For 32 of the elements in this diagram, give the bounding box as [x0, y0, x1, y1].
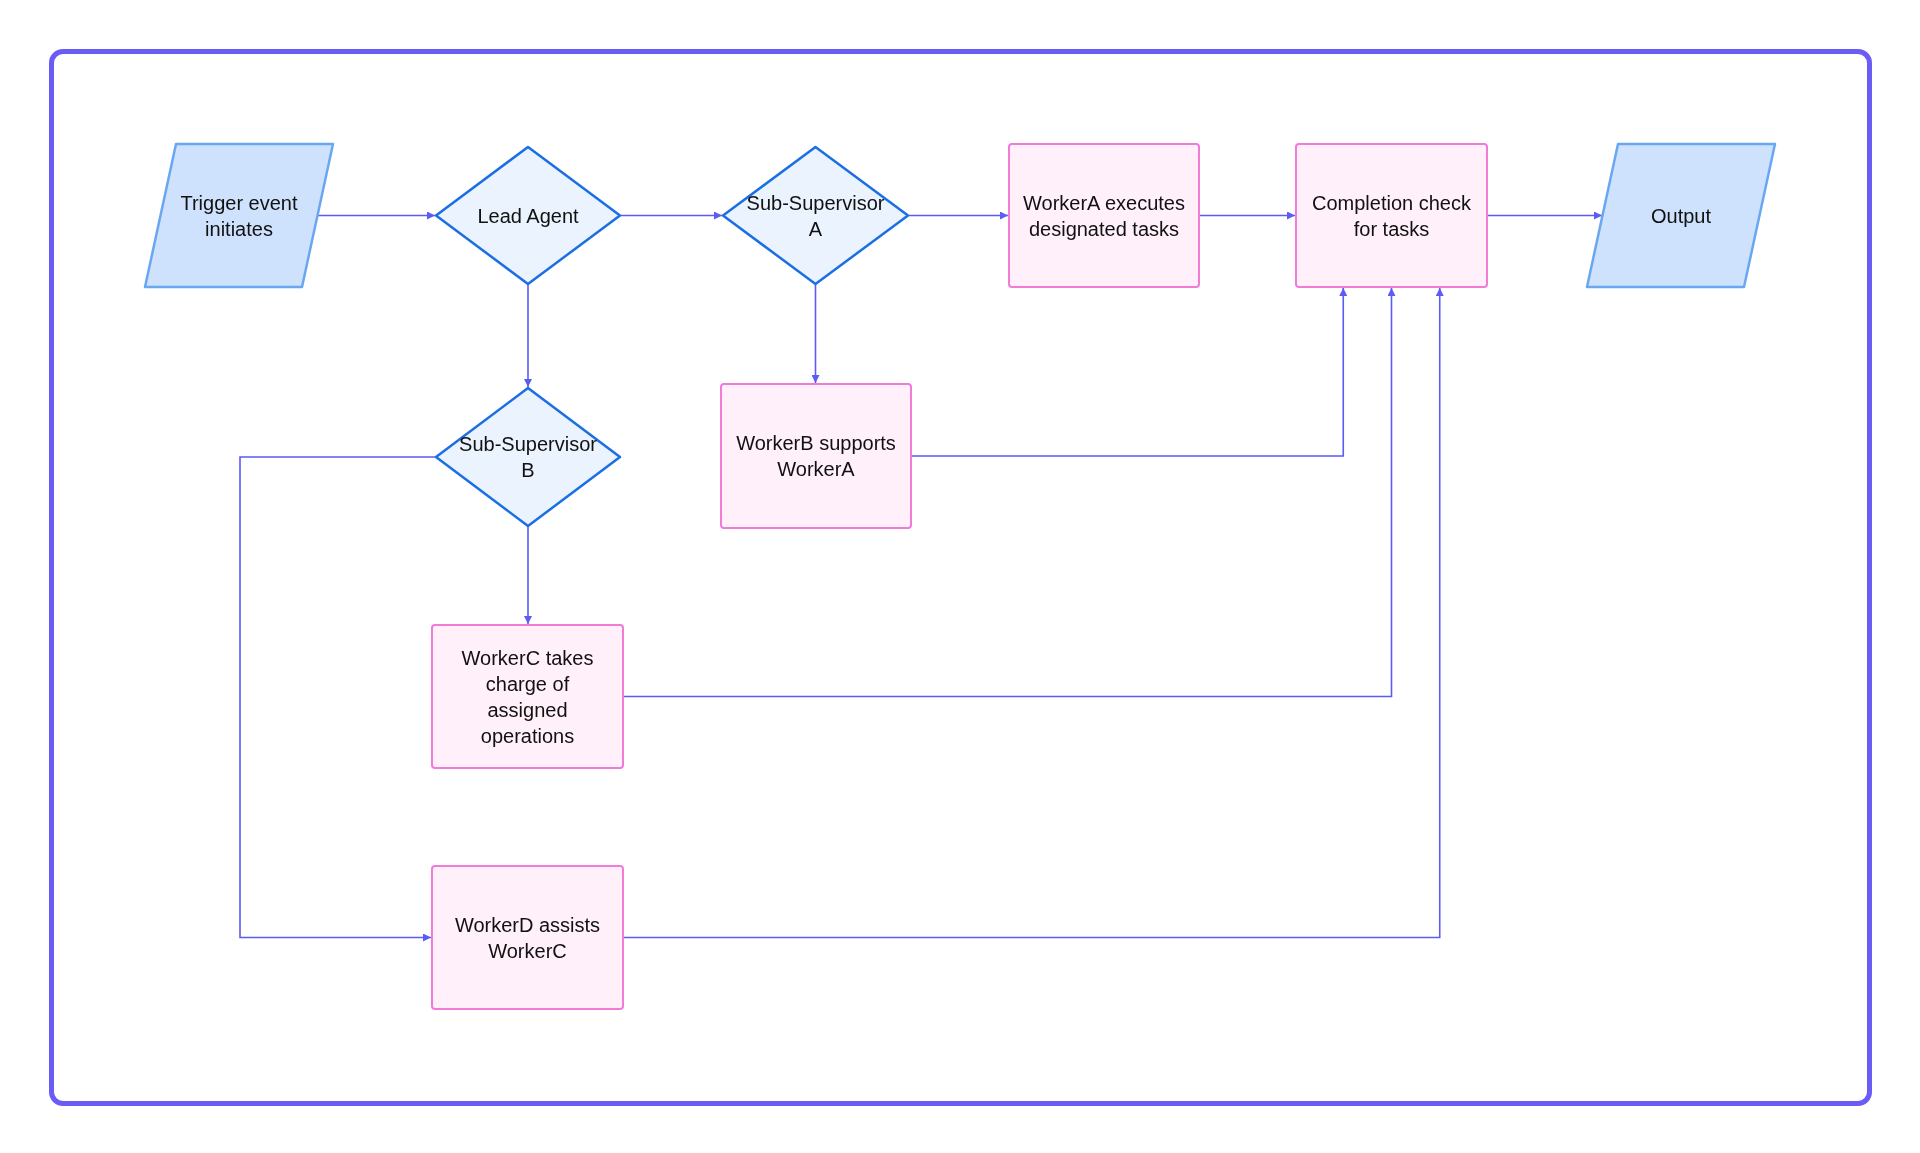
node-label: Sub-Supervisor A: [745, 190, 886, 242]
arrow: [908, 211, 1009, 220]
process-box: [1008, 143, 1200, 288]
arrow: [623, 287, 1396, 698]
arrow: [811, 284, 820, 384]
node-label: Sub-Supervisor B: [458, 432, 598, 483]
node-label: WorkerB supports WorkerA: [735, 431, 897, 482]
process-box: [720, 383, 912, 529]
arrow: [620, 211, 723, 220]
input-output-parallelogram: [1586, 143, 1776, 288]
arrow: [623, 287, 1444, 939]
arrow: [317, 211, 436, 220]
input-output-parallelogram: [144, 143, 334, 288]
decision-diamond: [722, 146, 909, 285]
node-label: WorkerC takes charge of assigned operations: [460, 645, 595, 749]
node-label: Completion check for tasks: [1311, 190, 1472, 242]
node-label: Output: [1650, 203, 1711, 229]
node-label: WorkerD assists WorkerC: [453, 912, 602, 964]
process-box: [431, 624, 624, 769]
arrow: [911, 287, 1348, 457]
node-label: Trigger event initiates: [180, 190, 298, 242]
arrow: [1199, 211, 1296, 220]
process-box: [431, 865, 624, 1010]
decision-diamond: [435, 146, 621, 285]
arrow: [524, 526, 532, 625]
node-label: Lead Agent: [477, 203, 579, 229]
node-label: WorkerA executes designated tasks: [1022, 190, 1186, 242]
arrow: [239, 456, 436, 942]
arrow: [524, 284, 532, 388]
process-box: [1295, 143, 1488, 288]
arrow: [1487, 211, 1603, 220]
decision-diamond: [435, 387, 621, 527]
